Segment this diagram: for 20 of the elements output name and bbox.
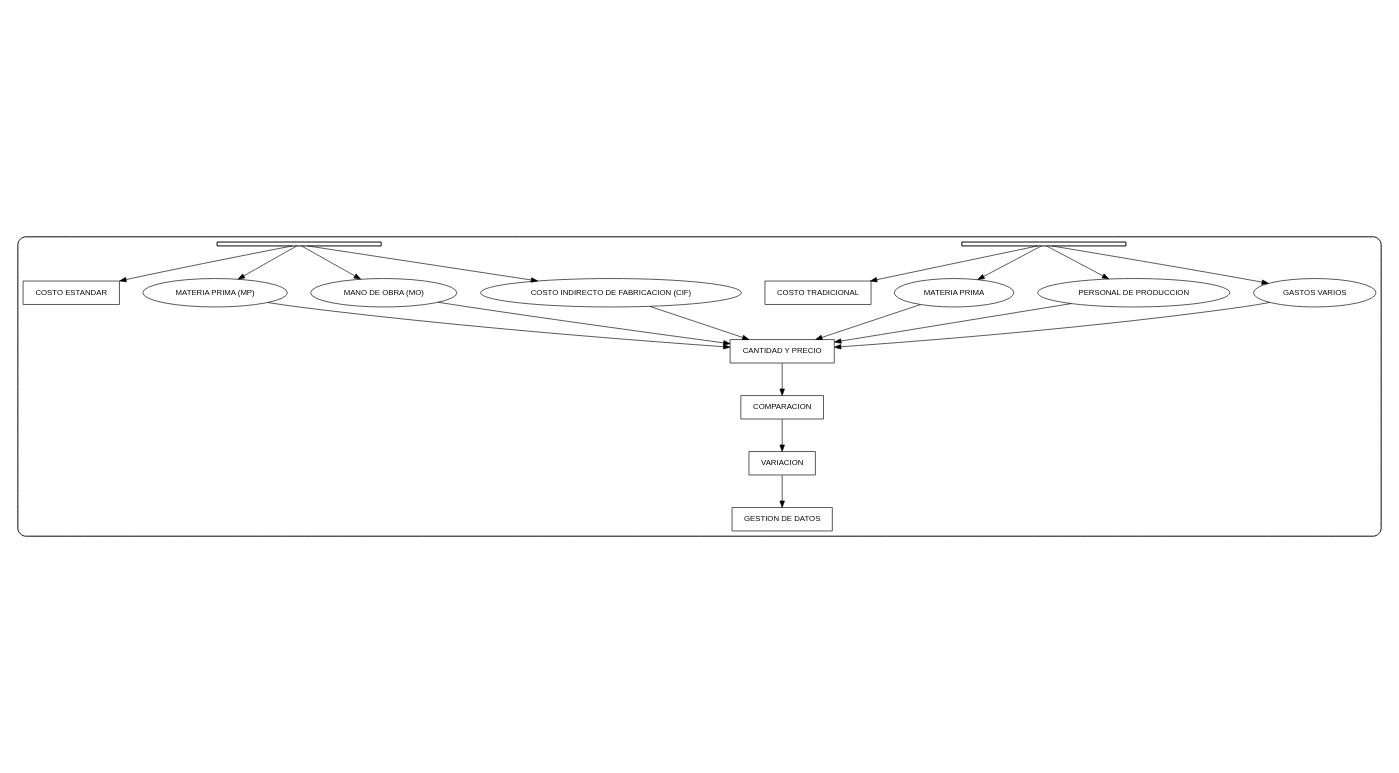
arrow [301,245,361,280]
arrow [438,301,731,346]
node-bar [961,241,1127,247]
arrow [834,303,1072,344]
arrow [834,302,1271,350]
arrow [267,302,731,350]
arrow [779,474,785,508]
arrow [870,245,1038,283]
arrow [779,418,785,452]
arrow [1051,245,1269,285]
node-bar [216,241,382,247]
arrow [779,362,785,396]
arrow [119,245,293,283]
cluster [17,236,1382,537]
arrow [815,304,921,340]
arrow [1046,245,1110,280]
arrow [237,245,297,280]
arrow [307,245,539,283]
arrow [649,306,750,340]
arrow [977,245,1042,280]
